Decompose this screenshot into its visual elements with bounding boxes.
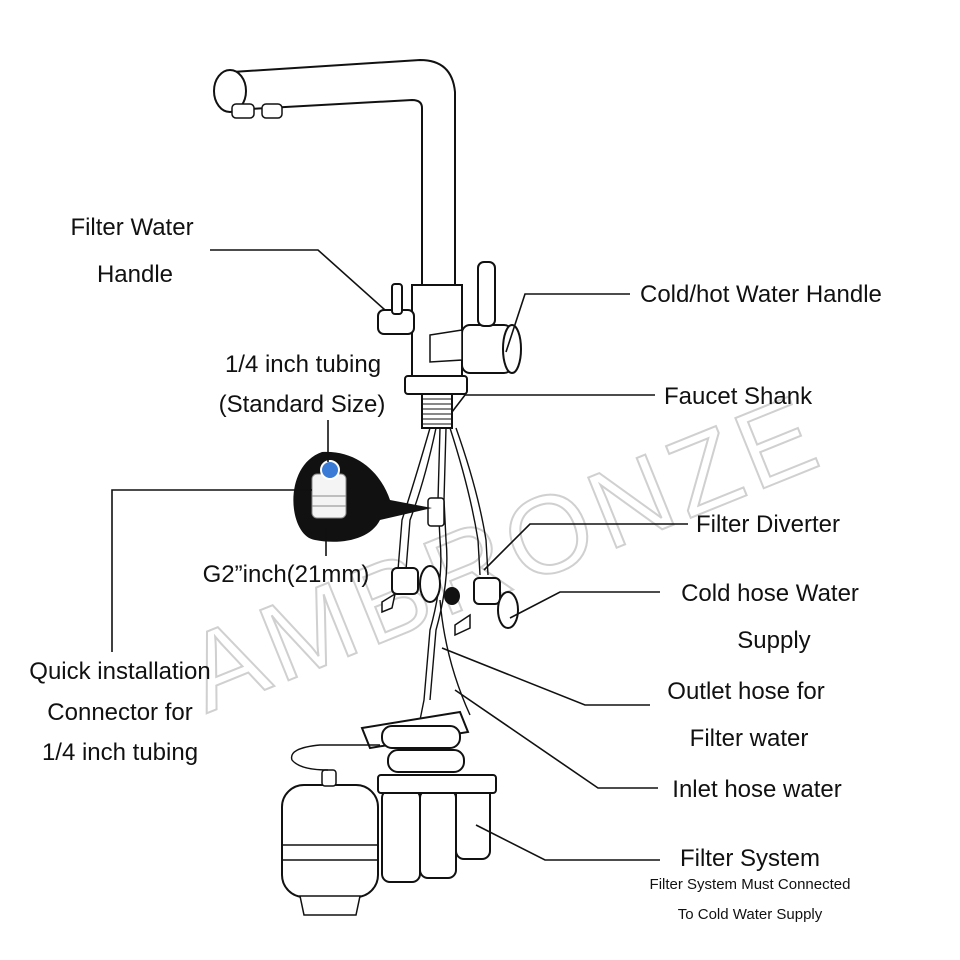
label-outlet-hose-2: Filter water [690, 725, 809, 752]
diverter-clip [444, 587, 460, 605]
tank-valve [321, 769, 337, 787]
label-quick-connector-2: Connector for [47, 699, 192, 726]
label-thread-size: G2”inch(21mm) [203, 561, 370, 588]
valve-right-body [473, 577, 501, 605]
spout-end [213, 69, 247, 113]
hoses [397, 427, 489, 721]
canister-1 [381, 789, 421, 883]
valve-right-flange [497, 591, 519, 629]
tank-stand [299, 895, 361, 916]
body-joint [429, 329, 463, 363]
faucet [213, 58, 522, 429]
label-filter-water-handle-1: Filter Water [70, 214, 193, 241]
aerator [231, 103, 255, 119]
label-filter-water-handle-2: Handle [97, 261, 173, 288]
faucet-base [404, 375, 468, 395]
mixer-handle-lever [477, 261, 496, 327]
membrane-2 [387, 749, 465, 773]
canister-3 [455, 784, 491, 860]
label-cold-hose-2: Supply [737, 627, 810, 654]
canister-bracket [377, 774, 497, 794]
label-inlet-hose: Inlet hose water [672, 776, 841, 803]
label-cold-hose-1: Cold hose Water [681, 580, 859, 607]
filter-system [281, 710, 497, 916]
valve-left-flange [419, 565, 441, 603]
label-filter-system: Filter System [680, 845, 820, 872]
labels: Filter Water Handle 1/4 inch tubing (Sta… [29, 214, 882, 923]
label-tubing-2: (Standard Size) [219, 391, 386, 418]
label-tubing-1: 1/4 inch tubing [225, 351, 381, 378]
label-faucet-shank: Faucet Shank [664, 383, 813, 410]
valve-right-knob [454, 613, 471, 637]
angle-valves [381, 565, 519, 637]
faucet-spout [231, 58, 456, 291]
mixer-handle-cap [502, 324, 522, 374]
valve-left-knob [381, 592, 397, 614]
hose-coupler [427, 497, 445, 527]
valve-left-body [391, 567, 419, 595]
label-outlet-hose-1: Outlet hose for [667, 678, 824, 705]
label-filter-note-2: To Cold Water Supply [678, 906, 823, 923]
label-filter-note-1: Filter System Must Connected [650, 876, 851, 893]
label-quick-connector-3: 1/4 inch tubing [42, 739, 198, 766]
canister-2 [419, 789, 457, 879]
membrane-1 [381, 725, 461, 749]
filter-handle-lever [391, 283, 403, 315]
connector-collet [320, 460, 340, 480]
pressure-tank [281, 784, 379, 898]
label-filter-diverter: Filter Diverter [696, 511, 840, 538]
aerator-2 [261, 103, 283, 119]
label-quick-connector-1: Quick installation [29, 658, 210, 685]
label-cold-hot-handle: Cold/hot Water Handle [640, 281, 882, 308]
leader-lines [111, 249, 688, 861]
connector-callout [293, 451, 432, 542]
